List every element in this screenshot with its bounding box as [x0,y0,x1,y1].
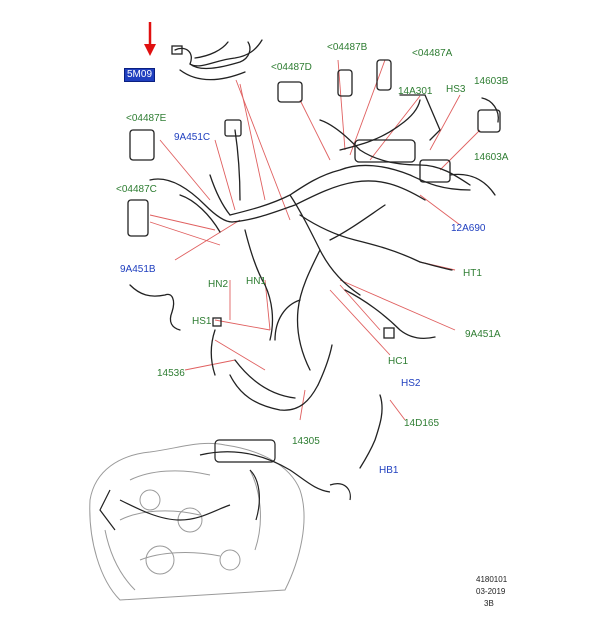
label-04487c[interactable]: <04487C [116,184,157,195]
label-9a451b[interactable]: 9A451B [120,264,156,275]
label-04487a[interactable]: <04487A [412,48,453,59]
label-ht1[interactable]: HT1 [463,268,482,279]
label-14603a[interactable]: 14603A [474,152,509,163]
label-04487d[interactable]: <04487D [271,62,312,73]
label-14603b[interactable]: 14603B [474,76,509,87]
label-hc1[interactable]: HC1 [388,356,409,367]
label-04487e[interactable]: <04487E [126,113,167,124]
engine-harness-overlay [99,439,351,531]
label-14536[interactable]: 14536 [157,368,185,379]
wiring-harness [127,39,501,469]
label-14a301[interactable]: 14A301 [398,86,433,97]
label-hn2[interactable]: HN2 [208,279,229,290]
label-hb1[interactable]: HB1 [379,465,399,476]
label-04487b[interactable]: <04487B [327,42,368,53]
footer-ref: 4180101 [476,575,508,584]
footer-date: 03-2019 [476,587,506,596]
label-hs1[interactable]: HS1 [192,316,212,327]
label-9a451a[interactable]: 9A451A [465,329,501,340]
label-hs2[interactable]: HS2 [401,378,421,389]
label-hs3[interactable]: HS3 [446,84,466,95]
footer-rev: 3B [484,599,494,608]
label-9a451c[interactable]: 9A451C [174,132,211,143]
engine-block-sketch [89,442,305,601]
pointer-arrow [144,22,156,56]
label-hn1[interactable]: HN1 [246,276,267,287]
label-12a690[interactable]: 12A690 [451,223,486,234]
label-5m09[interactable]: 5M09 [124,68,156,82]
label-14d165[interactable]: 14D165 [404,418,440,429]
label-14305[interactable]: 14305 [292,436,320,447]
